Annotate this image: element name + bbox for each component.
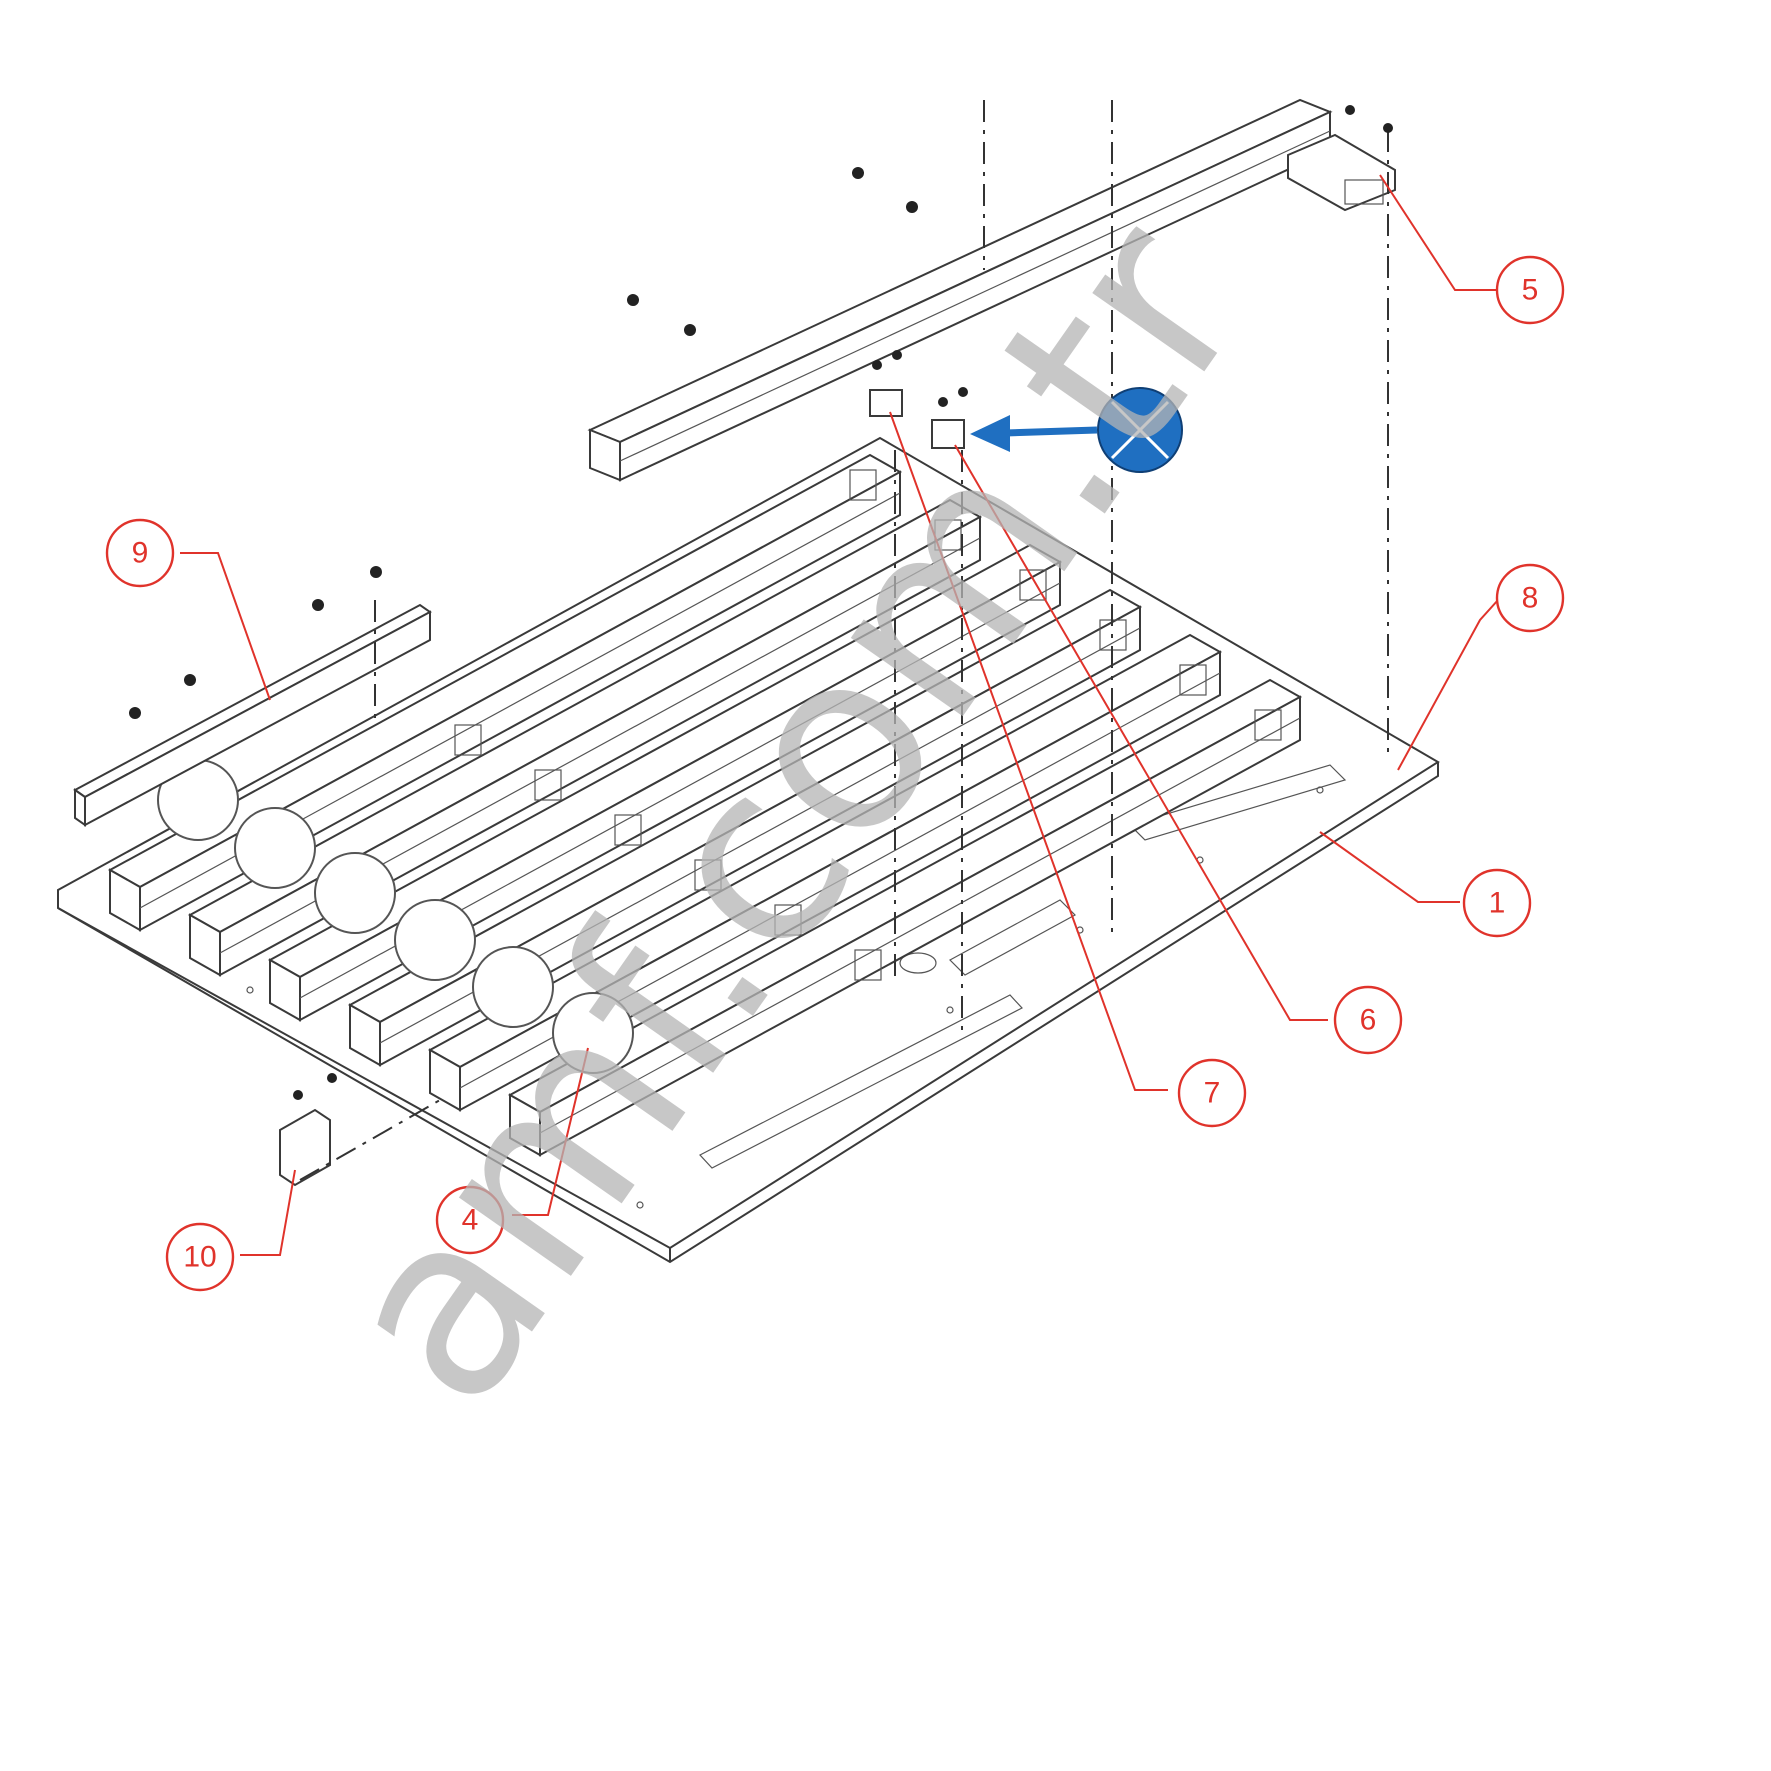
screw: [184, 674, 196, 686]
rail-5: [427, 633, 1223, 1112]
screw: [872, 360, 882, 370]
callout-4: 4: [435, 1185, 505, 1255]
screw: [627, 294, 639, 306]
top-rail: [587, 98, 1333, 482]
clip-part-6: [931, 419, 965, 449]
callout-label: 5: [1522, 274, 1539, 307]
leader-lines: [180, 174, 1499, 1256]
callout-9: 9: [105, 518, 175, 588]
rail-2: [187, 498, 983, 977]
callout-label: 10: [183, 1241, 216, 1274]
screw: [327, 1073, 337, 1083]
screw: [370, 566, 382, 578]
callout-label: 6: [1360, 1004, 1377, 1037]
screw: [958, 387, 968, 397]
screw: [684, 324, 696, 336]
arrow-left-icon: [970, 415, 1098, 452]
rail-6: [507, 678, 1303, 1157]
rail-1: [107, 453, 903, 932]
screw: [129, 707, 141, 719]
screw: [938, 397, 948, 407]
ball: [234, 807, 316, 889]
callout-1: 1: [1462, 868, 1532, 938]
callout-label: 7: [1204, 1077, 1221, 1110]
callout-label: 1: [1489, 887, 1506, 920]
clip-part-7: [869, 389, 903, 417]
callout-10: 10: [165, 1222, 235, 1292]
ball: [552, 992, 634, 1074]
callout-8: 8: [1495, 563, 1565, 633]
screw: [852, 167, 864, 179]
callout-label: 8: [1522, 582, 1539, 615]
bracket-part-10: [279, 1108, 331, 1187]
ball-group: [157, 759, 634, 1074]
crossed-circle-icon: [1097, 387, 1183, 473]
callout-label: 4: [462, 1204, 479, 1237]
callout-6: 6: [1333, 985, 1403, 1055]
screw: [906, 201, 918, 213]
ball: [314, 852, 396, 934]
ball: [472, 946, 554, 1028]
callout-5: 5: [1495, 255, 1565, 325]
screw-group: [129, 105, 1393, 1100]
rail-4: [347, 588, 1143, 1067]
screw: [312, 599, 324, 611]
ball: [394, 899, 476, 981]
assembly-axes: [299, 100, 1389, 1181]
bracket-part-5: [1287, 133, 1396, 212]
rail-group: [107, 453, 1303, 1157]
left-rail-part: [73, 603, 432, 827]
screw: [1345, 105, 1355, 115]
screw: [293, 1090, 303, 1100]
callout-label: 9: [132, 537, 149, 570]
callout-7: 7: [1177, 1058, 1247, 1128]
screw: [892, 350, 902, 360]
rail-3: [267, 543, 1063, 1022]
screw: [1383, 123, 1393, 133]
